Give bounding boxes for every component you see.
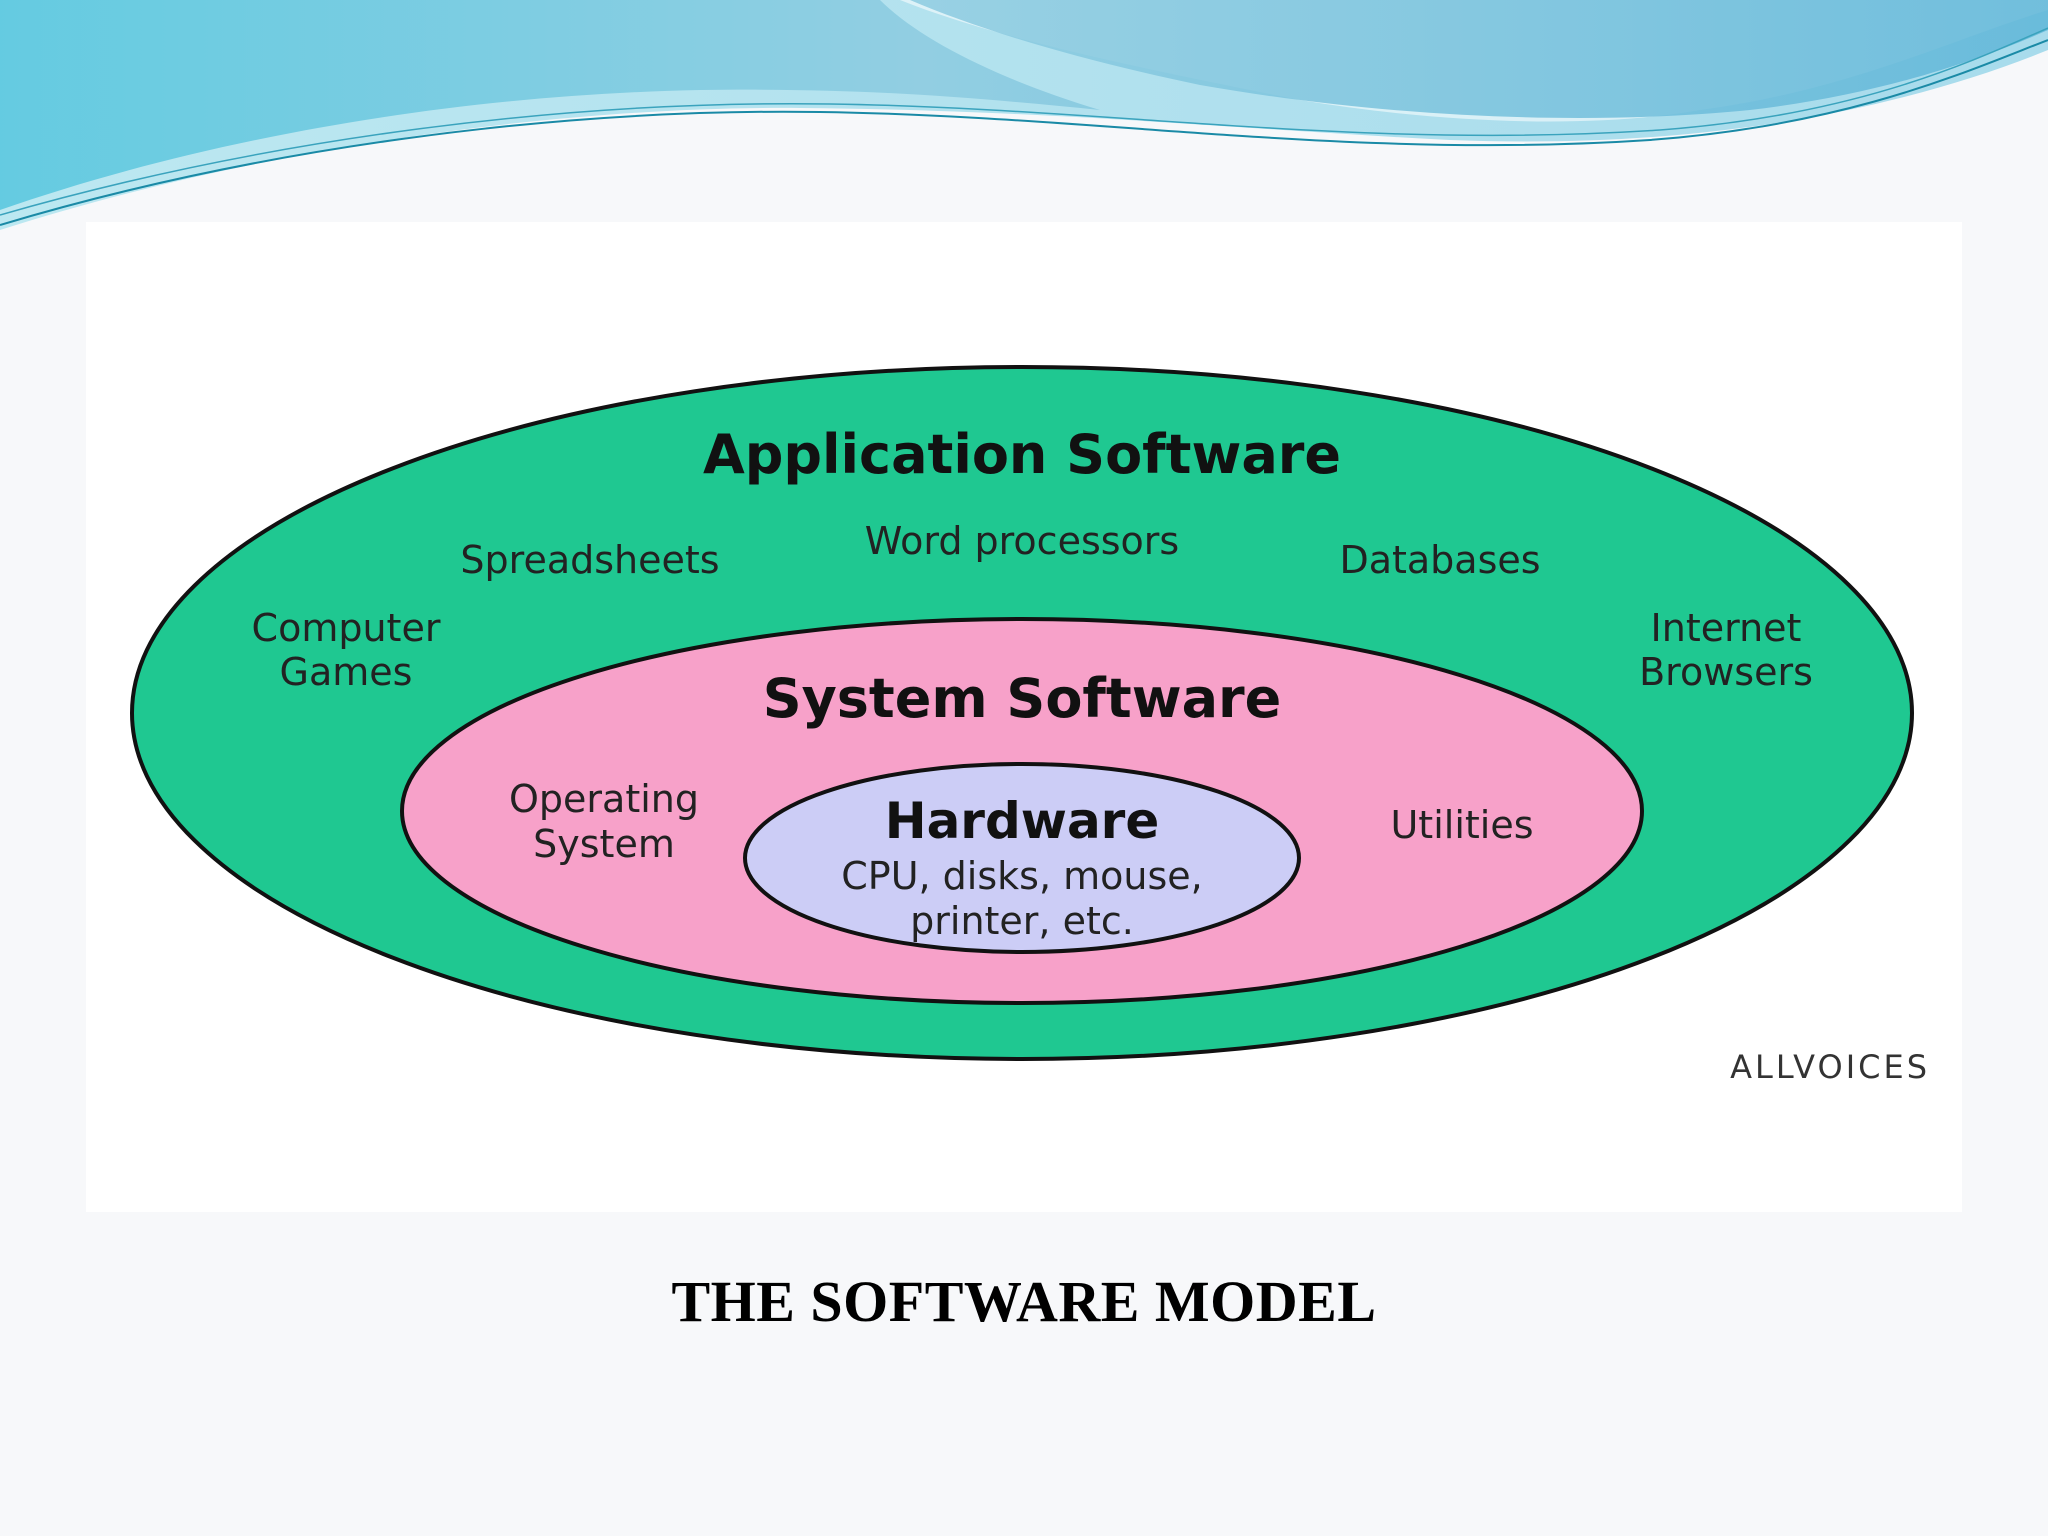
operating-system-label-line1: Operating — [509, 777, 699, 821]
hardware-detail-line2: printer, etc. — [910, 899, 1134, 943]
header-wave-line-2 — [0, 27, 2048, 216]
internet-browsers-label-line2: Browsers — [1639, 650, 1813, 694]
spreadsheets-label: Spreadsheets — [460, 538, 719, 582]
word-processors-label: Word processors — [865, 519, 1179, 563]
computer-games-label-line1: Computer — [252, 606, 441, 650]
allvoices-watermark: ALLVOICES — [1730, 1048, 1930, 1086]
hardware-title: Hardware — [885, 792, 1160, 850]
internet-browsers-label-line1: Internet — [1651, 606, 1802, 650]
operating-system-label-line2: System — [533, 822, 675, 866]
hardware-ellipse — [743, 762, 1301, 954]
computer-games-label-line2: Games — [280, 650, 413, 694]
header-wave-main — [0, 0, 2048, 210]
utilities-label: Utilities — [1390, 803, 1533, 847]
slide-caption: THE SOFTWARE MODEL — [671, 1269, 1377, 1334]
application-software-title: Application Software — [703, 423, 1341, 486]
databases-label: Databases — [1339, 538, 1540, 582]
header-wave — [0, 0, 2048, 230]
system-software-title: System Software — [763, 667, 1282, 730]
header-wave-line-1 — [0, 39, 2048, 226]
hardware-detail-line1: CPU, disks, mouse, — [841, 854, 1202, 898]
